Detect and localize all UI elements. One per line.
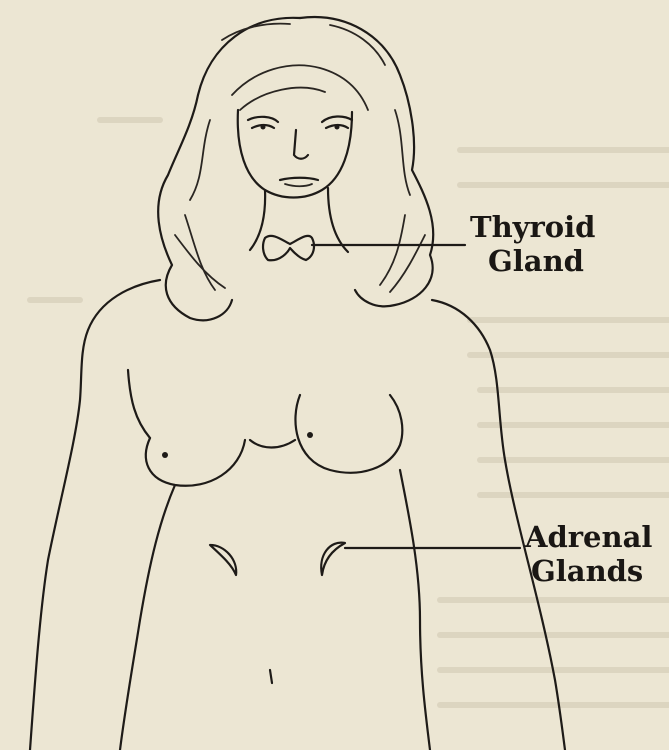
hair xyxy=(158,17,433,320)
adrenal-label-line1: Adrenal xyxy=(525,520,652,554)
adrenal-gland-shapes xyxy=(210,543,345,575)
thyroid-gland-shape xyxy=(263,236,314,260)
thyroid-gland-label: Thyroid Gland xyxy=(470,210,595,278)
face xyxy=(238,110,352,198)
thyroid-label-line1: Thyroid xyxy=(470,210,595,244)
adrenal-glands-label: Adrenal Glands xyxy=(525,520,652,588)
thyroid-label-line2: Gland xyxy=(470,244,595,278)
adrenal-label-line2: Glands xyxy=(525,554,652,588)
background-text-ghost xyxy=(30,120,669,705)
